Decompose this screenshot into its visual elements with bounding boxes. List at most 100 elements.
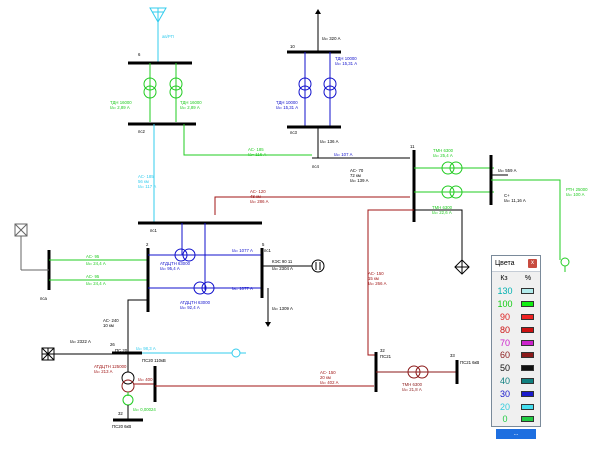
svg-text:Ia= 98,3 А: Ia= 98,3 А bbox=[136, 346, 156, 351]
legend-color-swatch[interactable] bbox=[521, 377, 534, 384]
source-antenna-icon[interactable] bbox=[149, 7, 167, 24]
svg-text:АС- 185: АС- 185 bbox=[248, 147, 264, 152]
autotransformer-3-icon[interactable] bbox=[121, 371, 135, 393]
legend-color-swatch[interactable] bbox=[521, 365, 534, 372]
svg-text:АС- 95: АС- 95 bbox=[86, 274, 100, 279]
svg-text:Ia= 21,8 А: Ia= 21,8 А bbox=[402, 387, 422, 392]
legend-row: 60 bbox=[492, 349, 540, 362]
svg-text:ТМН 6300: ТМН 6300 bbox=[402, 382, 423, 387]
legend-header: Кз % bbox=[492, 272, 540, 285]
svg-text:С+: С+ bbox=[504, 193, 510, 198]
svg-text:АС- 95: АС- 95 bbox=[86, 254, 100, 259]
legend-color-swatch[interactable] bbox=[521, 301, 534, 308]
grid-source-icon[interactable] bbox=[14, 223, 28, 237]
svg-text:Ia= 107 А: Ia= 107 А bbox=[334, 152, 353, 157]
legend-row: 100 bbox=[492, 298, 540, 311]
autotransformer-2-icon[interactable] bbox=[193, 281, 215, 295]
svg-text:ПС20 6кВ: ПС20 6кВ bbox=[112, 424, 131, 429]
legend-k-value: 20 bbox=[499, 401, 510, 412]
svg-text:ТМН 6300: ТМН 6300 bbox=[432, 205, 453, 210]
legend-color-swatch[interactable] bbox=[521, 390, 534, 397]
legend-color-swatch[interactable] bbox=[521, 339, 534, 346]
svg-text:Ia= 2,89 А: Ia= 2,89 А bbox=[110, 105, 130, 110]
transformer-tmn-bottom-icon[interactable] bbox=[407, 365, 429, 379]
transformer-blue2-icon[interactable] bbox=[323, 77, 337, 99]
svg-text:Ia= 400: Ia= 400 bbox=[138, 377, 153, 382]
svg-text:Ia= 1077 А: Ia= 1077 А bbox=[232, 286, 253, 291]
legend-col-pct: % bbox=[524, 275, 532, 282]
svg-text:пс1: пс1 bbox=[150, 228, 157, 233]
svg-text:Ia= 24,4 А: Ia= 24,4 А bbox=[86, 261, 106, 266]
transformer-green-small-icon[interactable] bbox=[122, 394, 134, 406]
transformer-tmn2-icon[interactable] bbox=[441, 185, 463, 199]
ground-green-icon[interactable] bbox=[560, 257, 570, 272]
svg-text:56 км: 56 км bbox=[138, 179, 149, 184]
legend-row: 40 bbox=[492, 375, 540, 388]
legend-row: 30 bbox=[492, 387, 540, 400]
transformer-tmn1-icon[interactable] bbox=[441, 161, 463, 175]
svg-text:Ia= 95,4 А: Ia= 95,4 А bbox=[160, 266, 180, 271]
close-icon[interactable]: x bbox=[528, 259, 537, 268]
svg-text:20 км: 20 км bbox=[320, 375, 331, 380]
svg-text:ПС21: ПС21 bbox=[380, 354, 392, 359]
generator-kes-icon[interactable] bbox=[311, 259, 325, 273]
legend-row: 130 bbox=[492, 285, 540, 298]
svg-text:Ia= 24,4 А: Ia= 24,4 А bbox=[86, 281, 106, 286]
legend-row: 50 bbox=[492, 362, 540, 375]
legend-row: 0 bbox=[492, 413, 540, 426]
transformer-t1-label: ТДН 16000 bbox=[110, 100, 132, 105]
legend-color-swatch[interactable] bbox=[521, 313, 534, 320]
transformer-t2-icon[interactable] bbox=[169, 77, 183, 99]
legend-k-value: 130 bbox=[497, 286, 513, 297]
svg-text:Ia= 266 А: Ia= 266 А bbox=[368, 281, 387, 286]
svg-text:5: 5 bbox=[262, 242, 265, 247]
svg-text:пс3: пс3 bbox=[290, 130, 297, 135]
svg-text:ПС 20: ПС 20 bbox=[115, 348, 128, 353]
legend-k-value: 40 bbox=[499, 375, 510, 386]
legend-color-swatch[interactable] bbox=[521, 288, 534, 295]
svg-text:АС- 185: АС- 185 bbox=[138, 174, 154, 179]
system-source-icon[interactable] bbox=[41, 347, 55, 361]
svg-text:Ia= 2,89 А: Ia= 2,89 А bbox=[180, 105, 200, 110]
svg-text:Ia= 25,4 А: Ia= 25,4 А bbox=[433, 153, 453, 158]
legend-more-button[interactable]: ... bbox=[496, 428, 536, 439]
bus-6-label: 6 bbox=[138, 52, 141, 57]
legend-color-swatch[interactable] bbox=[521, 352, 534, 359]
legend-titlebar[interactable]: Цвета x bbox=[492, 256, 540, 272]
legend-k-value: 100 bbox=[497, 299, 513, 310]
legend-k-value: 30 bbox=[499, 388, 510, 399]
svg-text:АТДЦТН 125000: АТДЦТН 125000 bbox=[94, 364, 127, 369]
svg-text:АС- 150: АС- 150 bbox=[368, 271, 384, 276]
legend-color-swatch[interactable] bbox=[521, 326, 534, 333]
legend-k-value: 80 bbox=[499, 324, 510, 335]
svg-text:Ia= 402 А: Ia= 402 А bbox=[320, 380, 339, 385]
load-diamond-icon[interactable] bbox=[454, 259, 470, 275]
svg-text:Ia= 15,31 А: Ia= 15,31 А bbox=[276, 105, 298, 110]
svg-text:10 км: 10 км bbox=[103, 323, 114, 328]
legend-row: 90 bbox=[492, 311, 540, 324]
svg-text:пс4: пс4 bbox=[312, 164, 319, 169]
legend-title: Цвета bbox=[495, 260, 515, 267]
transformer-t1-icon[interactable] bbox=[143, 77, 157, 99]
svg-text:26: 26 bbox=[110, 342, 115, 347]
legend-color-swatch[interactable] bbox=[521, 416, 534, 423]
source-label: ав/РП bbox=[162, 34, 174, 39]
svg-text:Ia= 0,00024: Ia= 0,00024 bbox=[133, 407, 156, 412]
legend-color-swatch[interactable] bbox=[521, 403, 534, 410]
svg-text:72 км: 72 км bbox=[350, 173, 361, 178]
transformer-blue1-icon[interactable] bbox=[298, 77, 312, 99]
ground-cyan-icon[interactable] bbox=[231, 348, 246, 358]
legend-row: 70 bbox=[492, 336, 540, 349]
svg-text:Ia= 320 А: Ia= 320 А bbox=[322, 36, 341, 41]
svg-text:10: 10 bbox=[290, 44, 295, 49]
autotransformer-1-icon[interactable] bbox=[174, 248, 196, 262]
svg-text:Ia= 100 А: Ia= 100 А bbox=[566, 192, 585, 197]
svg-text:РТН 25000: РТН 25000 bbox=[566, 187, 588, 192]
svg-text:Ia= 117 А: Ia= 117 А bbox=[138, 184, 156, 189]
svg-text:ТДН 10000: ТДН 10000 bbox=[335, 56, 357, 61]
svg-text:Ia= 15,31 А: Ia= 15,31 А bbox=[335, 61, 357, 66]
svg-text:48 км: 48 км bbox=[250, 194, 261, 199]
svg-text:Ia= 136 А: Ia= 136 А bbox=[320, 139, 339, 144]
